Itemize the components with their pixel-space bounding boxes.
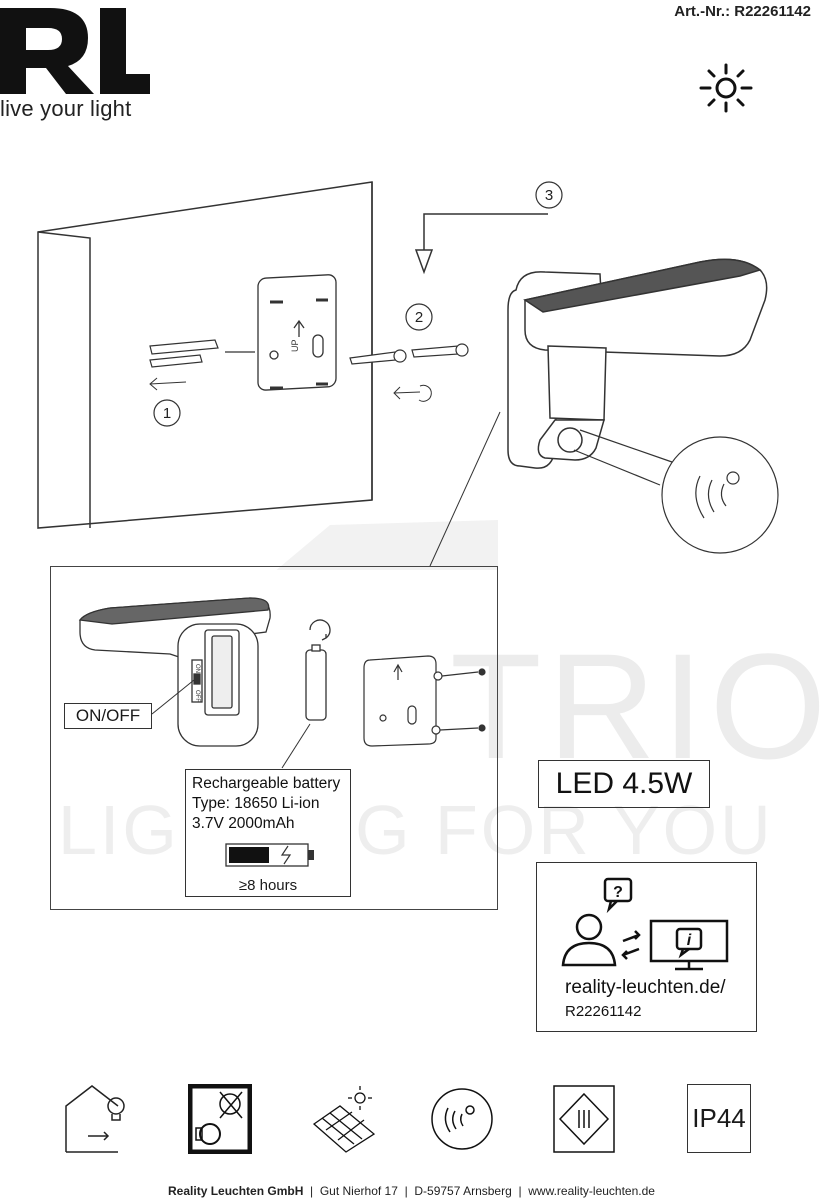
switch-on-text: ON [194, 664, 200, 673]
switch-off-text: OFF [194, 690, 200, 702]
footer-separator: | [404, 1184, 408, 1198]
svg-text:3: 3 [545, 187, 553, 204]
wall-plugs [149, 339, 255, 368]
online-info-box: ? i reality-leuchten.de/ R22261142 [536, 862, 757, 1032]
svg-text:2: 2 [415, 309, 423, 326]
footer-separator: | [310, 1184, 314, 1198]
info-article-code: R22261142 [565, 1003, 642, 1020]
online-info-icon: ? i [561, 877, 729, 971]
watermark-brand: TRIO [450, 622, 823, 790]
footer-city: D-59757 Arnsberg [414, 1184, 512, 1198]
brand-tagline: live your light [0, 96, 132, 121]
wall [37, 181, 373, 529]
no-bulb-replace-icon [188, 1084, 252, 1154]
bracket-up-label: UP [290, 339, 300, 352]
ip-rating-badge: IP44 [687, 1084, 751, 1153]
info-i-icon: i [687, 932, 692, 949]
indoor-outdoor-icon [65, 1085, 125, 1153]
info-url[interactable]: reality-leuchten.de/ [565, 977, 726, 998]
motion-sensor-icon [431, 1088, 493, 1150]
question-icon: ? [613, 884, 623, 901]
lamp [507, 258, 768, 469]
sun-icon [699, 63, 753, 113]
battery-type: Type: 18650 Li-ion [192, 795, 320, 812]
svg-text:1: 1 [163, 405, 171, 422]
battery-title: Rechargeable battery [192, 775, 341, 792]
installation-diagram: UP [37, 181, 779, 570]
footer: Reality Leuchten GmbH | Gut Nierhof 17 |… [0, 1184, 823, 1198]
brand-logo [0, 8, 150, 94]
footer-company: Reality Leuchten GmbH [168, 1184, 304, 1198]
step-1-badge: 1 [153, 399, 181, 427]
watermark-triangle [276, 520, 498, 570]
footer-separator: | [518, 1184, 522, 1198]
led-power-label: LED 4.5W [538, 760, 710, 808]
battery-capacity: 3.7V 2000mAh [192, 815, 295, 832]
footer-address: Gut Nierhof 17 [319, 1184, 398, 1198]
solar-panel-icon [312, 1086, 376, 1153]
step-2-badge: 2 [405, 303, 433, 331]
article-number: Art.-Nr.: R22261142 [674, 3, 811, 20]
battery-detail-box [50, 566, 498, 910]
mounting-plate [257, 274, 337, 391]
on-off-label: ON/OFF [64, 703, 152, 729]
battery-spec-card: Rechargeable battery Type: 18650 Li-ion … [185, 769, 351, 897]
screws [349, 343, 469, 365]
watermark-slogan: LIGHTING FOR YOU [58, 791, 774, 869]
battery-charge-icon [225, 843, 314, 867]
step-3-badge: 3 [535, 181, 563, 209]
battery-detail-drawing: ON OFF [78, 597, 486, 769]
protection-class-icon [553, 1085, 615, 1153]
battery-runtime: ≥8 hours [238, 877, 298, 894]
footer-website[interactable]: www.reality-leuchten.de [528, 1184, 655, 1198]
